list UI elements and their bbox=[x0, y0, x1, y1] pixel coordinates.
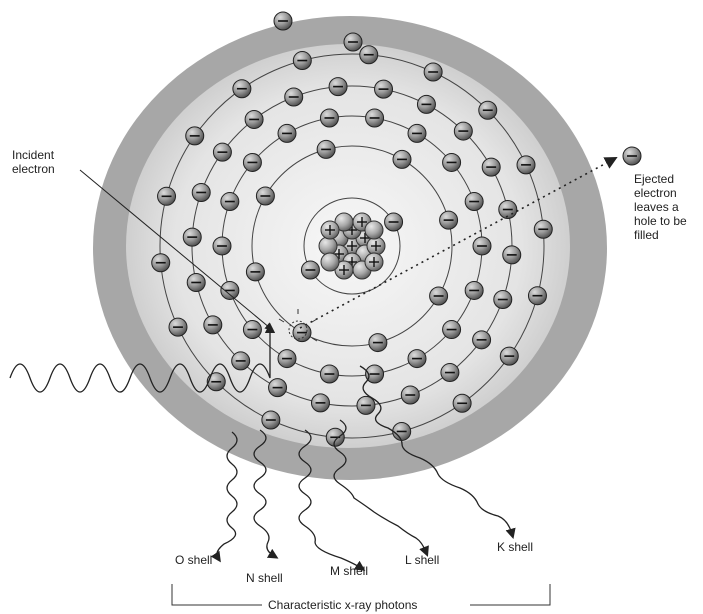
electron bbox=[465, 193, 483, 211]
l-shell-label: L shell bbox=[405, 553, 439, 567]
electron bbox=[499, 201, 517, 219]
electron bbox=[453, 394, 471, 412]
electron bbox=[503, 246, 521, 264]
neutron bbox=[365, 221, 383, 239]
n-shell-label: N shell bbox=[246, 571, 283, 585]
electron bbox=[221, 193, 239, 211]
neutron bbox=[319, 237, 337, 255]
electron bbox=[213, 237, 231, 255]
electron bbox=[465, 281, 483, 299]
electron bbox=[528, 287, 546, 305]
electron bbox=[311, 394, 329, 412]
electron bbox=[443, 321, 461, 339]
ejected-electron-label: Ejected electron leaves a hole to be fil… bbox=[634, 172, 687, 242]
electron bbox=[393, 150, 411, 168]
neutron bbox=[321, 253, 339, 271]
electron bbox=[494, 291, 512, 309]
electron bbox=[385, 213, 403, 231]
electron bbox=[473, 237, 491, 255]
electron bbox=[320, 365, 338, 383]
electron bbox=[360, 46, 378, 64]
electron bbox=[285, 88, 303, 106]
k-shell-label: K shell bbox=[497, 540, 533, 554]
electron bbox=[274, 12, 292, 30]
electron bbox=[192, 183, 210, 201]
electron bbox=[183, 228, 201, 246]
electron bbox=[473, 331, 491, 349]
electron bbox=[186, 127, 204, 145]
m-shell-label: M shell bbox=[330, 564, 368, 578]
electron bbox=[204, 316, 222, 334]
electron bbox=[357, 396, 375, 414]
electron bbox=[408, 124, 426, 142]
electron bbox=[375, 80, 393, 98]
electron bbox=[430, 287, 448, 305]
electron bbox=[366, 109, 384, 127]
electron bbox=[408, 350, 426, 368]
electron bbox=[320, 109, 338, 127]
electron bbox=[424, 63, 442, 81]
electron bbox=[269, 379, 287, 397]
electron bbox=[443, 153, 461, 171]
electron bbox=[187, 273, 205, 291]
electron bbox=[393, 422, 411, 440]
electron bbox=[482, 158, 500, 176]
electron bbox=[500, 347, 518, 365]
electron bbox=[317, 140, 335, 158]
electron bbox=[479, 101, 497, 119]
electron bbox=[213, 143, 231, 161]
electron bbox=[221, 281, 239, 299]
electron bbox=[454, 122, 472, 140]
electron bbox=[243, 321, 261, 339]
electron bbox=[369, 334, 387, 352]
incident-electron-label: Incident electron bbox=[12, 148, 55, 176]
electron bbox=[401, 386, 419, 404]
electron bbox=[278, 124, 296, 142]
electron bbox=[245, 110, 263, 128]
proton bbox=[367, 237, 385, 255]
electron bbox=[243, 153, 261, 171]
electron bbox=[232, 352, 250, 370]
electron bbox=[293, 52, 311, 70]
electron bbox=[169, 318, 187, 336]
electron bbox=[246, 263, 264, 281]
electron bbox=[329, 78, 347, 96]
electron bbox=[301, 261, 319, 279]
nucleus bbox=[319, 213, 385, 279]
electron bbox=[278, 350, 296, 368]
electron bbox=[440, 211, 458, 229]
electron bbox=[233, 80, 251, 98]
electron bbox=[256, 187, 274, 205]
ejected-electron bbox=[623, 147, 641, 165]
proton bbox=[365, 253, 383, 271]
electron bbox=[534, 220, 552, 238]
electron bbox=[262, 411, 280, 429]
o-shell-label: O shell bbox=[175, 553, 212, 567]
electron bbox=[517, 156, 535, 174]
electron bbox=[152, 254, 170, 272]
electron bbox=[158, 187, 176, 205]
electron bbox=[207, 373, 225, 391]
characteristic-photons-label: Characteristic x-ray photons bbox=[268, 598, 417, 612]
electron bbox=[344, 33, 362, 51]
electron bbox=[326, 428, 344, 446]
proton bbox=[321, 221, 339, 239]
electron bbox=[441, 364, 459, 382]
electron bbox=[417, 95, 435, 113]
